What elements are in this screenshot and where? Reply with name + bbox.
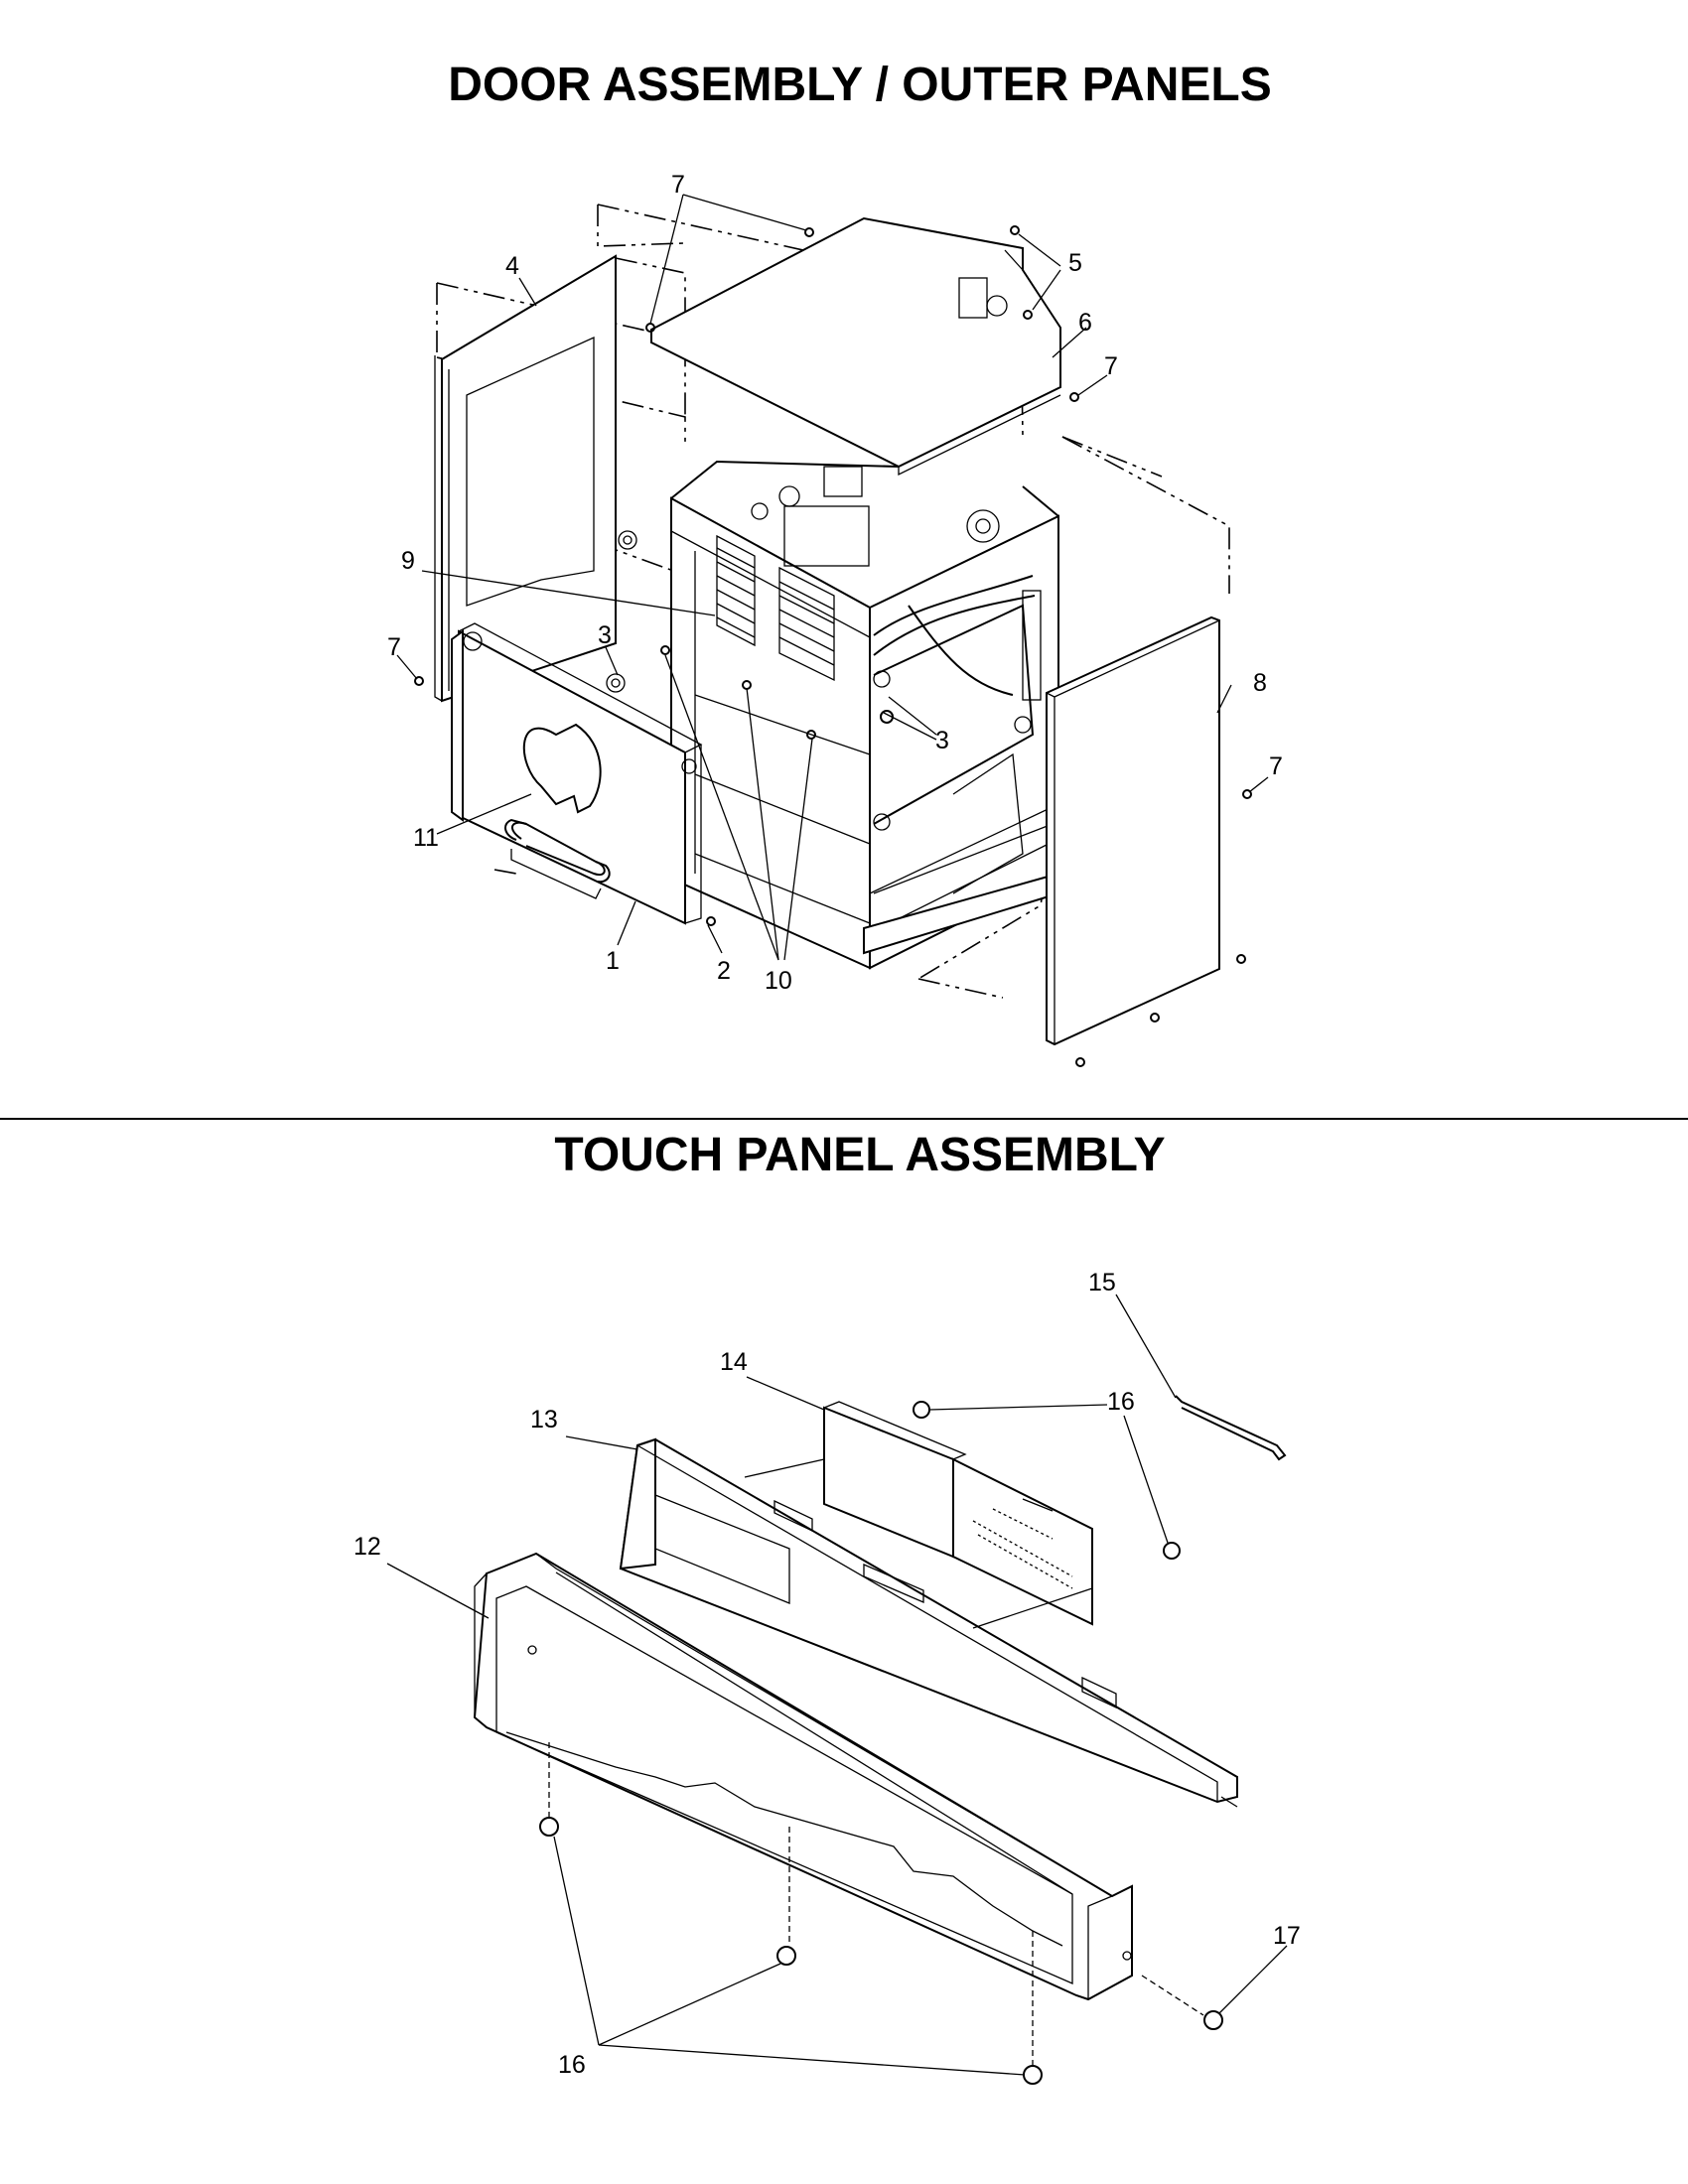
- callouts-top: 7 4 5 6 7 9 3 7 8 3 7 11 1 2 10: [387, 171, 1283, 995]
- callout-16: 16: [558, 2051, 586, 2079]
- callout-17: 17: [1273, 1922, 1301, 1950]
- part-13-touch-panel: [619, 1437, 1238, 1808]
- callout-16: 16: [1107, 1388, 1135, 1416]
- leader-lines-bottom: [386, 1294, 1288, 2076]
- callout-5: 5: [1068, 249, 1082, 277]
- page-title-door-assembly: DOOR ASSEMBLY / OUTER PANELS: [448, 59, 1272, 111]
- callout-6: 6: [1078, 309, 1092, 337]
- cabinet-body: [670, 460, 1059, 970]
- part-1-door: [451, 622, 703, 925]
- callout-13: 13: [530, 1406, 558, 1433]
- callout-3: 3: [935, 727, 949, 754]
- screw-16-bottom: [1023, 2065, 1043, 2085]
- vent-grille: [716, 534, 835, 682]
- callout-4: 4: [505, 252, 519, 280]
- screw-16-left: [539, 1817, 559, 1837]
- part-4-left-side-panel: [434, 254, 637, 703]
- screw-16-top: [913, 1401, 930, 1419]
- callout-8: 8: [1253, 669, 1267, 697]
- callout-3: 3: [598, 621, 612, 649]
- part-6-top-panel: [650, 216, 1061, 477]
- callout-2: 2: [717, 957, 731, 985]
- screw-16-middle: [776, 1946, 796, 1966]
- callout-7: 7: [1269, 752, 1283, 780]
- callout-14: 14: [720, 1348, 748, 1376]
- callout-7: 7: [387, 633, 401, 661]
- callout-7: 7: [671, 171, 685, 199]
- hardware-screws: [414, 225, 1252, 1067]
- section-divider: [0, 1118, 1688, 1120]
- part-14-circuit-board: [744, 1401, 1093, 1629]
- door-assembly-diagram: 7 4 5 6 7 9 3 7 8 3 7 11 1 2 10: [387, 171, 1283, 1067]
- callout-7: 7: [1104, 352, 1118, 380]
- page-title-touch-panel-assembly: TOUCH PANEL ASSEMBLY: [554, 1129, 1166, 1181]
- part-12-panel-frame: [473, 1552, 1133, 2001]
- part-8-right-side-panel: [1046, 615, 1220, 1046]
- callout-15: 15: [1088, 1269, 1116, 1297]
- callout-12: 12: [353, 1533, 381, 1561]
- screw-16-right: [1163, 1542, 1181, 1560]
- screw-17: [1203, 2010, 1223, 2030]
- part-15-clip: [1175, 1395, 1287, 1461]
- callout-1: 1: [606, 947, 620, 975]
- transformer: [783, 505, 870, 567]
- connector-pins: [972, 1508, 1073, 1589]
- touch-panel-assembly-diagram: 15 14 16 13 12 17 16: [353, 1269, 1301, 2085]
- callout-10: 10: [765, 967, 792, 995]
- leader-lines: [396, 194, 1269, 961]
- callout-11: 11: [413, 824, 439, 852]
- callouts-bottom: 15 14 16 13 12 17 16: [353, 1269, 1301, 2079]
- callout-9: 9: [401, 547, 415, 575]
